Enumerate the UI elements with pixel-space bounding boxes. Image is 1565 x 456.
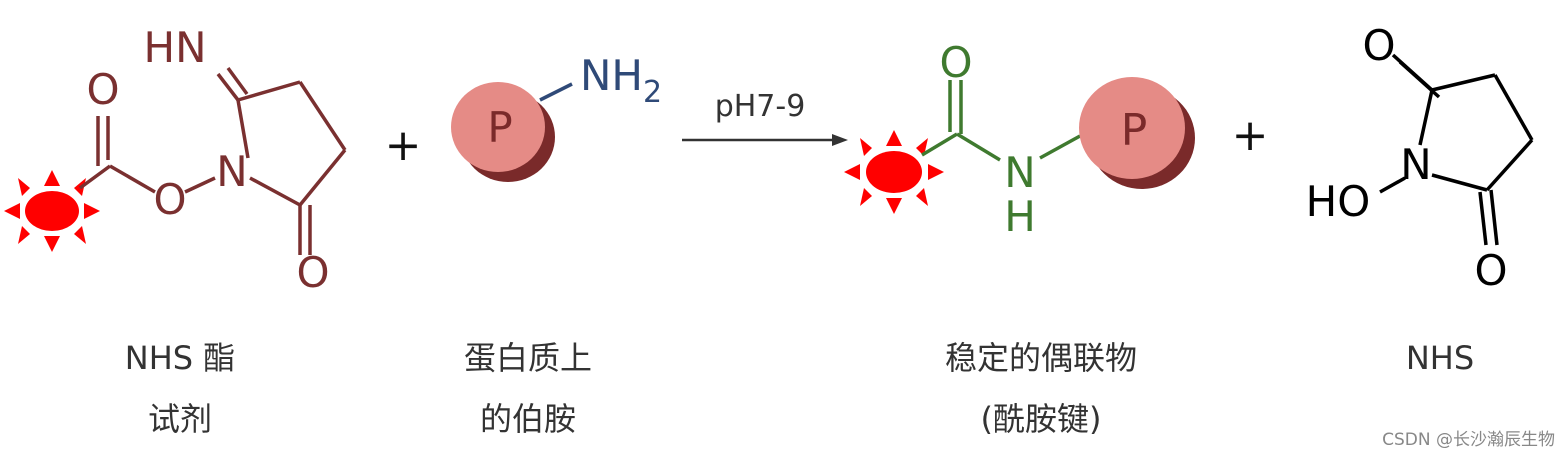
nhs-n-label: N	[1400, 140, 1431, 189]
amide-o-label: O	[939, 38, 972, 87]
plus-sign: +	[385, 120, 422, 171]
protein-sphere	[451, 82, 545, 172]
ring-n-label: N	[216, 147, 247, 196]
amide-conjugate-structure: O N H P	[844, 38, 1195, 241]
caption-product-line1: 稳定的偶联物	[945, 339, 1137, 377]
nhs-o-top-label: O	[1362, 21, 1395, 70]
protein-sphere	[1079, 77, 1185, 179]
amide-n-label: N	[1004, 148, 1035, 197]
caption-protein-line1: 蛋白质上	[464, 339, 592, 377]
caption-nhs: NHS	[1406, 339, 1474, 377]
protein-p-label: P	[1121, 105, 1148, 156]
amide-h-label: H	[1004, 192, 1036, 241]
nhs-structure: O N HO O	[1306, 21, 1534, 295]
amine-nh2-label: NH2	[580, 51, 662, 110]
protein-p-label: P	[487, 103, 512, 152]
plus-sign: +	[1232, 110, 1269, 161]
nhs-ester-structure: HN O O N O	[4, 23, 347, 297]
watermark: CSDN @长沙瀚辰生物	[1382, 430, 1555, 450]
carbonyl-o-label: O	[86, 65, 119, 114]
nhs-ho-label: HO	[1306, 177, 1371, 226]
reaction-arrow: pH7-9	[682, 89, 848, 146]
nhs-o-bottom-label: O	[1474, 246, 1507, 295]
caption-nhs-ester-line2: 试剂	[148, 400, 212, 438]
fluorescent-label-burst-icon	[844, 130, 944, 214]
protein-amine-structure: P NH2	[451, 51, 662, 182]
caption-nhs-ester-line1: NHS 酯	[125, 339, 236, 377]
caption-protein-line2: 的伯胺	[480, 400, 576, 438]
ring-o-label: O	[296, 248, 329, 297]
reaction-condition-label: pH7-9	[715, 89, 806, 124]
right-arrow-icon	[832, 134, 848, 146]
ester-o-label: O	[153, 175, 186, 224]
caption-product-line2: (酰胺键)	[981, 400, 1102, 438]
imine-hn-label: HN	[144, 23, 207, 72]
